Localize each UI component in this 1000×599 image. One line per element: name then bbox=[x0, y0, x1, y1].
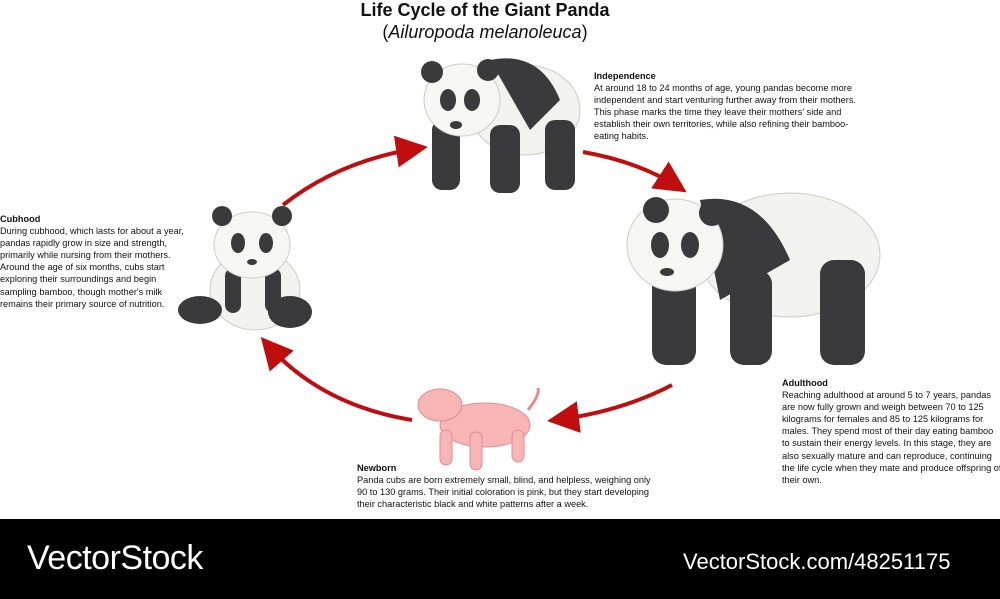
vectorstock-logo: VectorStock bbox=[27, 539, 203, 577]
page-subtitle: (Ailuropoda melanoleuca) bbox=[0, 22, 970, 43]
cub-panda-image bbox=[178, 206, 312, 331]
cubhood-description: Cubhood During cubhood, which lasts for … bbox=[0, 213, 190, 310]
latin-name: Ailuropoda melanoleuca bbox=[388, 22, 582, 42]
cubhood-heading: Cubhood bbox=[0, 214, 41, 224]
independence-description: Independence At around 18 to 24 months o… bbox=[594, 70, 869, 143]
page-title: Life Cycle of the Giant Panda bbox=[360, 0, 610, 20]
arrow-independence-to-adult bbox=[582, 150, 687, 193]
newborn-panda-image bbox=[417, 387, 540, 471]
adulthood-text: Reaching adulthood at around 5 to 7 year… bbox=[782, 390, 1000, 485]
image-url: VectorStock.com/48251175 bbox=[683, 549, 951, 574]
independence-heading: Independence bbox=[594, 71, 656, 81]
newborn-text: Panda cubs are born extremely small, bli… bbox=[357, 475, 651, 510]
arrow-adult-to-newborn bbox=[547, 383, 673, 433]
independence-text: At around 18 to 24 months of age, young … bbox=[594, 83, 856, 142]
newborn-description: Newborn Panda cubs are born extremely sm… bbox=[357, 462, 657, 510]
independence-panda-image bbox=[421, 58, 581, 193]
adulthood-heading: Adulthood bbox=[782, 378, 828, 388]
life-cycle-illustration bbox=[178, 58, 881, 471]
arrow-newborn-to-cub bbox=[260, 336, 413, 422]
paren-close: ) bbox=[581, 22, 588, 42]
cubhood-text: During cubhood, which lasts for about a … bbox=[0, 226, 184, 309]
adulthood-description: Adulthood Reaching adulthood at around 5… bbox=[782, 377, 1000, 486]
paren-open: ( bbox=[382, 22, 389, 42]
adult-panda-image bbox=[626, 192, 881, 365]
arrow-cub-to-independence bbox=[281, 135, 428, 207]
watermark-footer: VectorStock VectorStock.com/48251175 bbox=[0, 519, 1000, 599]
newborn-heading: Newborn bbox=[357, 463, 397, 473]
